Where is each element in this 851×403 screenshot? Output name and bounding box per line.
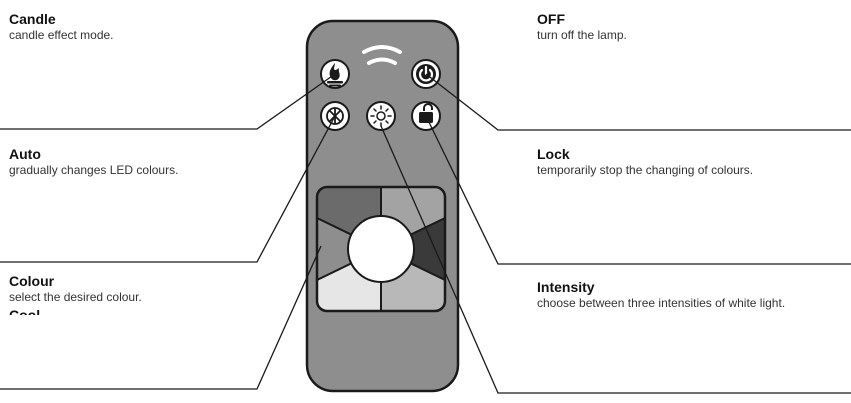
lock-description: temporarily stop the changing of colours…: [537, 163, 754, 177]
lock-title: Lock: [537, 146, 570, 162]
candle-title: Candle: [9, 11, 56, 27]
candle-label: Candle candle effect mode.: [9, 11, 114, 43]
sun-brightness-icon: [370, 105, 392, 127]
padlock-icon: [419, 103, 433, 123]
colour-label: Colour select the desired colour.: [9, 273, 142, 305]
intensity-label: Intensity choose between three intensiti…: [537, 279, 785, 311]
leader-lines: [0, 73, 851, 394]
leader-line-intensity: [380, 125, 851, 394]
leader-line-auto: [0, 115, 336, 263]
candle-description: candle effect mode.: [9, 28, 114, 42]
auto-title: Auto: [9, 146, 41, 162]
off-title: OFF: [537, 11, 565, 27]
leader-line-colour: [0, 245, 322, 390]
auto-label: Auto gradually changes LED colours.: [9, 146, 178, 178]
power-icon: [418, 65, 434, 82]
leader-line-lock: [425, 115, 851, 265]
colour-description: select the desired colour.: [9, 290, 142, 304]
leader-line-off: [425, 73, 851, 131]
off-label: OFF turn off the lamp.: [537, 11, 627, 43]
intensity-description: choose between three intensities of whit…: [537, 296, 786, 310]
colour-center-button[interactable]: [347, 215, 415, 283]
leader-line-candle: [0, 73, 336, 130]
auto-description: gradually changes LED colours.: [9, 163, 179, 177]
clipped-label: Cool: [9, 307, 41, 315]
signal-wave-icon: [362, 45, 402, 65]
off-description: turn off the lamp.: [537, 28, 627, 42]
colour-pad: [315, 185, 447, 313]
intensity-button[interactable]: [366, 101, 396, 131]
colour-title: Colour: [9, 273, 55, 289]
intensity-title: Intensity: [537, 279, 595, 295]
lock-label: Lock temporarily stop the changing of co…: [537, 146, 753, 178]
